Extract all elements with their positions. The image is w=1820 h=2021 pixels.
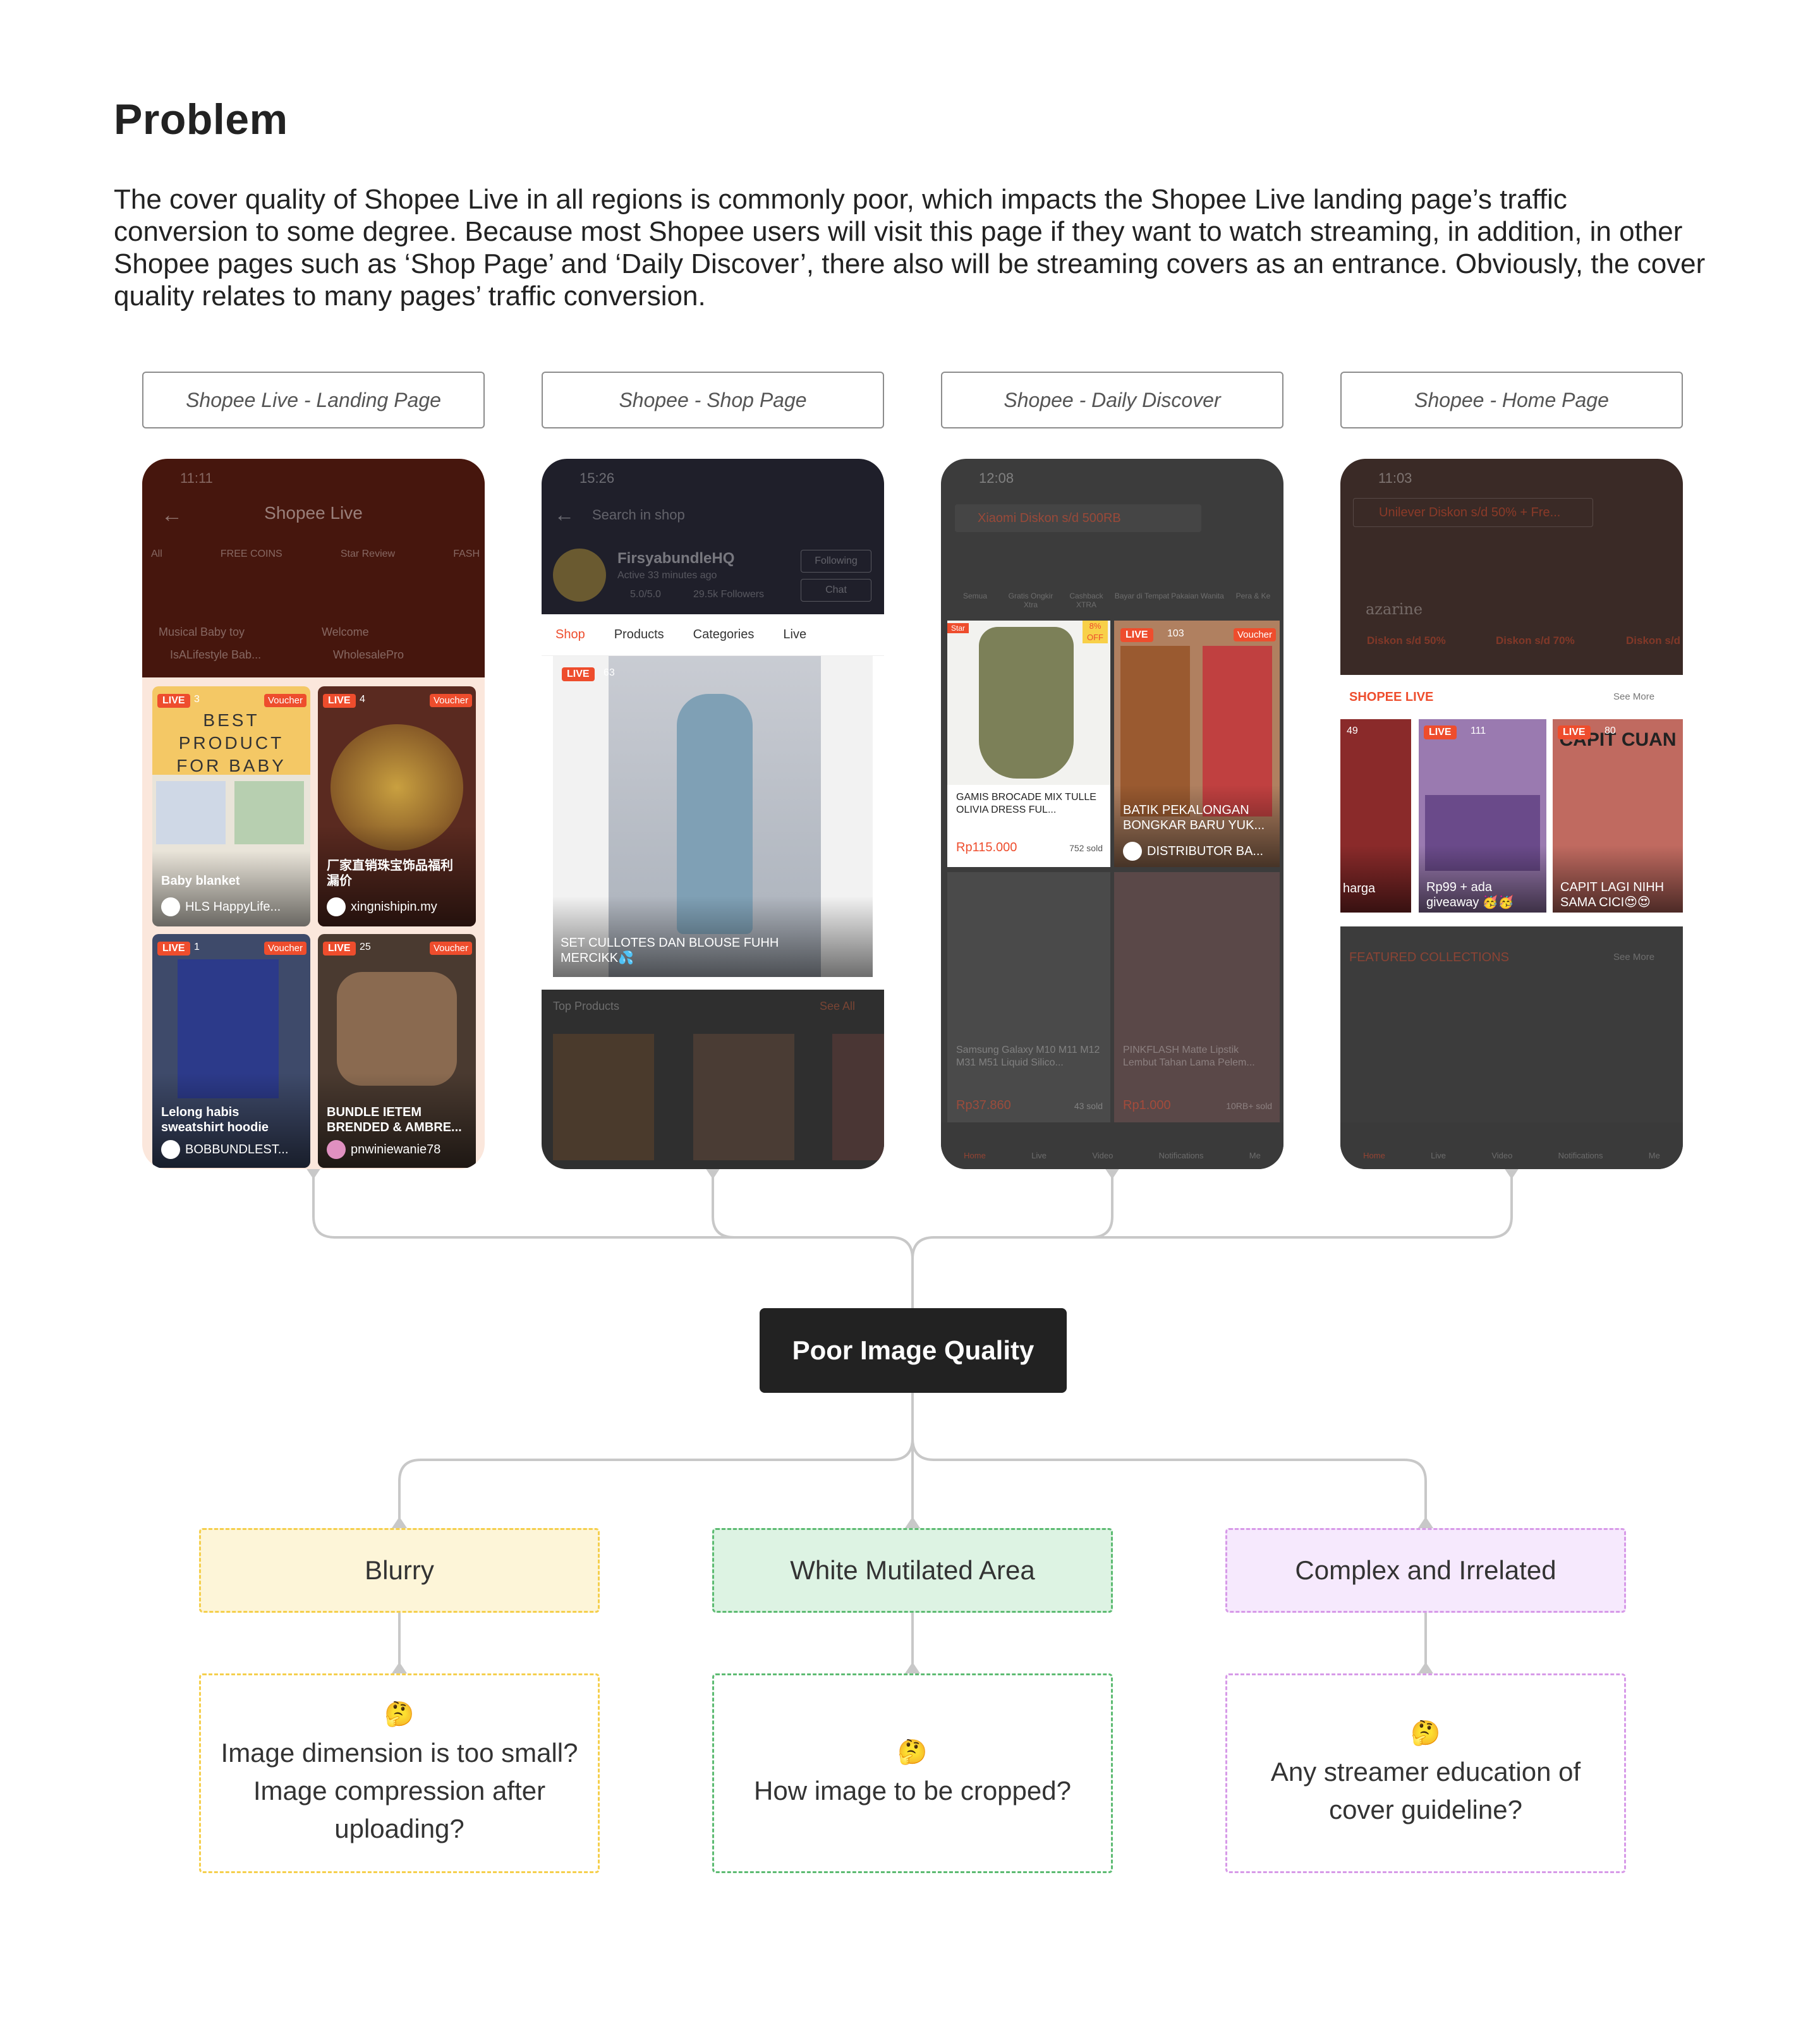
avatar bbox=[161, 1140, 180, 1159]
landing-card-4[interactable]: LIVE 25 Voucher BUNDLE IETEM BRENDED & A… bbox=[318, 934, 476, 1168]
tab-live[interactable]: Live bbox=[783, 628, 807, 641]
home-search-input[interactable]: Unilever Diskon s/d 50% + Fre... bbox=[1353, 498, 1593, 527]
voucher-badge: Voucher bbox=[264, 694, 306, 707]
status-time: 11:11 bbox=[180, 470, 213, 486]
shopee-live-section-title: SHOPEE LIVE bbox=[1349, 690, 1434, 704]
nav-video[interactable]: Video bbox=[1491, 1151, 1513, 1160]
see-all-link[interactable]: See All bbox=[820, 1000, 856, 1012]
tab-products[interactable]: Products bbox=[614, 628, 664, 641]
tab-fash[interactable]: FASH bbox=[453, 549, 480, 559]
thinking-face-icon: 🤔 bbox=[1410, 1720, 1441, 1747]
connector-home bbox=[934, 1168, 1513, 1239]
thinking-face-icon: 🤔 bbox=[384, 1701, 415, 1728]
nav-me[interactable]: Me bbox=[1648, 1151, 1660, 1160]
see-more-link[interactable]: See More bbox=[1613, 691, 1655, 702]
discover-categories: Semua Gratis Ongkir Xtra Cashback XTRA B… bbox=[962, 592, 1271, 609]
cause-blurry: Blurry bbox=[199, 1528, 600, 1613]
cover-text: BEST PRODUCT FOR BABY bbox=[176, 710, 286, 775]
landing-tabs: All FREE COINS Star Review FASH bbox=[151, 549, 480, 560]
question-blurry: 🤔 Image dimension is too small? Image co… bbox=[199, 1673, 600, 1873]
home-live-card-2[interactable]: LIVE 111 Rp99 + ada giveaway 🥳🥳 bbox=[1419, 719, 1546, 913]
avatar bbox=[1123, 842, 1142, 861]
connector-blurry bbox=[398, 1438, 914, 1528]
discover-bottom-nav: Home Live Video Notifications Me bbox=[941, 1122, 1283, 1169]
root-node-poor-image-quality: Poor Image Quality bbox=[760, 1308, 1067, 1393]
nav-notifications[interactable]: Notifications bbox=[1158, 1151, 1204, 1160]
nav-live[interactable]: Live bbox=[1031, 1151, 1047, 1160]
landing-card-1[interactable]: BEST PRODUCT FOR BABY LIVE 3 Voucher Bab… bbox=[152, 686, 310, 926]
discover-item-4[interactable]: PINKFLASH Matte Lipstik Lembut Tahan Lam… bbox=[1114, 872, 1280, 1125]
tab-shop[interactable]: Shop bbox=[555, 628, 585, 641]
avatar bbox=[327, 897, 346, 916]
tab-free-coins[interactable]: FREE COINS bbox=[220, 549, 282, 559]
phone-discover: 12:08 Xiaomi Diskon s/d 500RB Semua Grat… bbox=[941, 459, 1283, 1169]
page-label-landing: Shopee Live - Landing Page bbox=[142, 372, 485, 428]
avatar bbox=[161, 897, 180, 916]
shop-search-input[interactable]: Search in shop bbox=[592, 507, 685, 523]
landing-card-3[interactable]: LIVE 1 Voucher Lelong habis sweatshirt h… bbox=[152, 934, 310, 1168]
shop-avatar bbox=[553, 549, 606, 602]
connector-shop bbox=[712, 1168, 891, 1239]
cause-white-mutilated-area: White Mutilated Area bbox=[712, 1528, 1113, 1613]
connector-discover bbox=[911, 1168, 1113, 1259]
page-label-shop: Shopee - Shop Page bbox=[542, 372, 884, 428]
live-badge: LIVE bbox=[157, 694, 190, 708]
discover-search-input[interactable]: Xiaomi Diskon s/d 500RB bbox=[955, 504, 1201, 532]
chat-button[interactable]: Chat bbox=[801, 579, 871, 602]
connector-complex bbox=[911, 1438, 1427, 1528]
live-caption: SET CULLOTES DAN BLOUSE FUHH MERCIKK💦 bbox=[561, 936, 779, 965]
discover-item-1[interactable]: Star 8% OFF GAMIS BROCADE MIX TULLE OLIV… bbox=[947, 621, 1110, 867]
tab-star-review[interactable]: Star Review bbox=[340, 549, 396, 559]
home-bottom-nav: Home Live Video Notifications Me bbox=[1340, 1122, 1683, 1169]
page-label-discover: Shopee - Daily Discover bbox=[941, 372, 1283, 428]
shop-tabs: Shop Products Categories Live bbox=[542, 614, 884, 656]
nav-me[interactable]: Me bbox=[1249, 1151, 1261, 1160]
cause-complex-irrelated: Complex and Irrelated bbox=[1225, 1528, 1626, 1613]
nav-live[interactable]: Live bbox=[1431, 1151, 1447, 1160]
question-white-area: 🤔 How image to be cropped? bbox=[712, 1673, 1113, 1873]
connector-landing bbox=[312, 1168, 914, 1308]
tab-all[interactable]: All bbox=[151, 549, 162, 559]
nav-notifications[interactable]: Notifications bbox=[1558, 1151, 1603, 1160]
nav-home[interactable]: Home bbox=[964, 1151, 986, 1160]
home-live-card-3[interactable]: CAPIT CUAN LIVE 80 CAPIT LAGI NIHH SAMA … bbox=[1553, 719, 1683, 913]
back-arrow-icon[interactable]: ← bbox=[554, 503, 574, 526]
back-arrow-icon[interactable]: ← bbox=[161, 503, 183, 527]
shop-live-cover[interactable]: LIVE 63 SET CULLOTES DAN BLOUSE FUHH MER… bbox=[553, 656, 873, 977]
avatar bbox=[327, 1140, 346, 1159]
tab-categories[interactable]: Categories bbox=[693, 628, 755, 641]
thinking-face-icon: 🤔 bbox=[897, 1739, 928, 1766]
nav-video[interactable]: Video bbox=[1092, 1151, 1113, 1160]
landing-card-2[interactable]: LIVE 4 Voucher 厂家直销珠宝饰品福利 漏价 xingnishipi… bbox=[318, 686, 476, 926]
page-title: Problem bbox=[114, 95, 288, 143]
phone-home: 11:03 Unilever Diskon s/d 50% + Fre... a… bbox=[1340, 459, 1683, 1169]
following-button[interactable]: Following bbox=[801, 550, 871, 573]
phone-landing: 11:11 ← Shopee Live All FREE COINS Star … bbox=[142, 459, 485, 1169]
page-label-home: Shopee - Home Page bbox=[1340, 372, 1683, 428]
shop-name: FirsyabundleHQ bbox=[617, 550, 735, 567]
discover-item-3[interactable]: Samsung Galaxy M10 M11 M12 M31 M51 Liqui… bbox=[947, 872, 1110, 1125]
home-live-card-1[interactable]: 49 harga bbox=[1340, 719, 1411, 913]
landing-header-title: Shopee Live bbox=[264, 503, 363, 523]
intro-paragraph: The cover quality of Shopee Live in all … bbox=[114, 184, 1706, 312]
phone-shop: 15:26 ← Search in shop FirsyabundleHQ Ac… bbox=[542, 459, 884, 1169]
discover-item-2[interactable]: LIVE 103 Voucher BATIK PEKALONGAN BONGKA… bbox=[1114, 621, 1280, 867]
question-complex: 🤔 Any streamer education of cover guidel… bbox=[1225, 1673, 1626, 1873]
nav-home[interactable]: Home bbox=[1363, 1151, 1385, 1160]
